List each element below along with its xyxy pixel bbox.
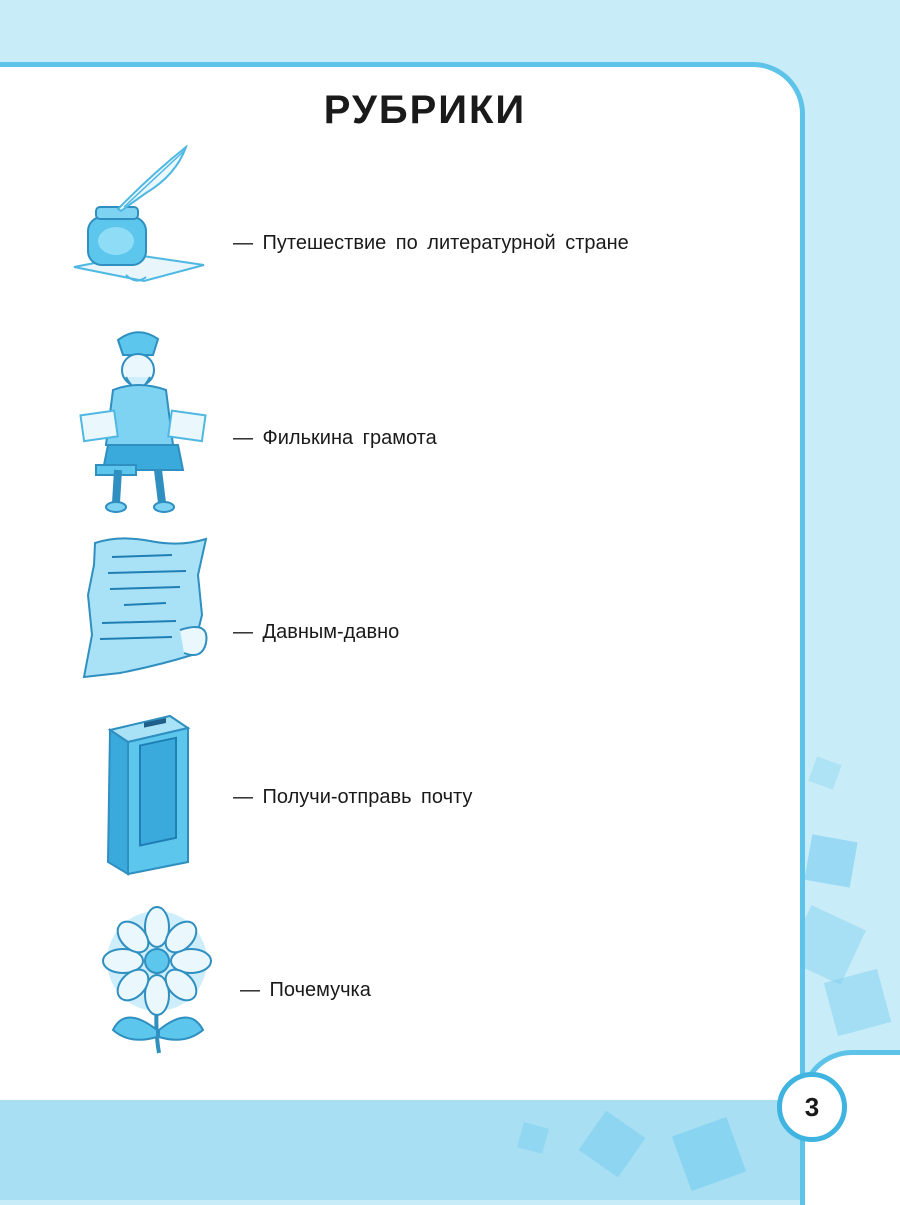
ancient-scroll-icon <box>82 537 208 679</box>
bottom-band <box>0 1095 900 1200</box>
mailbox-icon <box>106 714 191 876</box>
page-number: 3 <box>777 1072 847 1142</box>
rubric-label: — Получи-отправь почту <box>233 786 473 808</box>
page-title: РУБРИКИ <box>323 88 527 132</box>
decor-square <box>804 834 858 888</box>
decor-square <box>808 756 842 790</box>
inkwell-quill-icon <box>73 145 205 283</box>
rubric-label: — Путешествие по литературной стране <box>233 232 629 254</box>
rubric-label: — Давным-давно <box>233 621 400 643</box>
flower-icon <box>102 906 212 1054</box>
filka-character-icon <box>79 331 207 513</box>
rubric-label: — Филькина грамота <box>233 427 437 449</box>
rubric-label: — Почемучка <box>240 979 371 1001</box>
